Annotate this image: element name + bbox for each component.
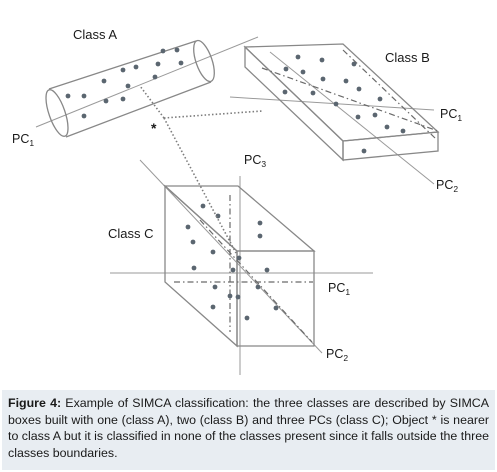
class-b-points xyxy=(282,54,406,154)
class-b-point xyxy=(361,148,367,154)
class-c-pc2-axis xyxy=(139,159,323,354)
class-c-point xyxy=(210,304,216,310)
class-b-pc1-guide xyxy=(261,67,439,132)
class-a-point xyxy=(103,98,109,104)
class-b-front-face xyxy=(342,131,439,161)
class-c-point xyxy=(235,294,241,300)
class-c-point xyxy=(264,267,270,273)
class-c-point xyxy=(257,220,263,226)
class-b-pc2-label: PC2 xyxy=(436,178,458,194)
class-a-point xyxy=(160,48,166,54)
class-b-pc1-axis xyxy=(229,96,435,111)
class-a-point xyxy=(178,60,184,66)
class-c-point xyxy=(230,267,236,273)
class-b-point xyxy=(356,86,362,92)
class-c-point xyxy=(210,249,216,255)
class-c-point xyxy=(273,305,279,311)
class-b-point xyxy=(333,101,339,107)
class-c-point xyxy=(190,239,196,245)
class-c-point xyxy=(212,284,218,290)
class-c-point xyxy=(244,315,250,321)
class-b-label: Class B xyxy=(385,50,430,65)
class-c-point xyxy=(185,224,191,230)
class-c-box: Class C PC3 PC1 PC2 xyxy=(108,153,373,375)
class-b-box: Class B PC1 PC2 xyxy=(229,43,462,194)
class-a-point xyxy=(133,64,139,70)
class-a-point xyxy=(174,47,180,53)
class-c-point xyxy=(255,284,261,290)
class-c-point xyxy=(227,293,233,299)
class-b-side-face xyxy=(244,45,344,162)
class-a-cylinder: Class A PC1 xyxy=(12,27,259,148)
class-a-point xyxy=(120,96,126,102)
class-c-point xyxy=(236,255,242,261)
class-b-pc2-guide xyxy=(342,49,436,139)
class-b-point xyxy=(384,124,390,130)
caption-label: Figure 4: xyxy=(8,396,62,410)
class-a-cylinder-right-end xyxy=(193,39,215,83)
class-c-points xyxy=(185,203,279,321)
class-a-points xyxy=(65,47,184,119)
class-b-point xyxy=(355,114,361,120)
class-c-pc2-guide xyxy=(199,219,313,343)
class-c-pc1-label: PC1 xyxy=(328,281,350,297)
object-star-marker: * xyxy=(151,120,157,136)
class-b-point xyxy=(351,61,357,67)
distance-to-class-a xyxy=(139,85,165,119)
class-c-point xyxy=(200,203,206,209)
class-b-pc2-axis xyxy=(269,51,435,185)
class-b-pc1-label: PC1 xyxy=(440,107,462,123)
class-b-point xyxy=(310,90,316,96)
class-c-side-face xyxy=(164,184,238,348)
class-b-point xyxy=(377,96,383,102)
class-a-point xyxy=(101,78,107,84)
figure-caption: Figure 4: Example of SIMCA classificatio… xyxy=(2,390,495,470)
class-a-cylinder-left-end xyxy=(45,89,69,137)
class-a-point xyxy=(125,83,131,89)
class-a-pc1-label: PC1 xyxy=(12,132,34,148)
distance-to-class-b xyxy=(163,110,263,119)
class-c-pc2-label: PC2 xyxy=(326,347,348,363)
class-a-label: Class A xyxy=(73,27,117,42)
class-b-point xyxy=(300,69,306,75)
class-c-point xyxy=(191,265,197,271)
class-b-point xyxy=(372,112,378,118)
class-b-point xyxy=(400,128,406,134)
class-c-point xyxy=(257,233,263,239)
class-a-cylinder-bottom-edge xyxy=(65,81,212,138)
class-a-point xyxy=(120,67,126,73)
class-a-point xyxy=(81,113,87,119)
class-b-point xyxy=(343,78,349,84)
class-a-pc1-axis xyxy=(35,36,259,128)
class-a-point xyxy=(152,74,158,80)
class-c-pc3-label: PC3 xyxy=(244,153,266,169)
class-a-cylinder-top-edge xyxy=(48,40,197,90)
class-b-point xyxy=(282,89,288,95)
class-a-point xyxy=(81,93,87,99)
class-c-label: Class C xyxy=(108,226,154,241)
class-b-point xyxy=(320,76,326,82)
class-b-point xyxy=(319,57,325,63)
caption-text: Example of SIMCA classification: the thr… xyxy=(8,396,489,460)
class-b-point xyxy=(295,54,301,60)
class-a-point xyxy=(155,61,161,67)
object-distances: * xyxy=(139,85,263,254)
class-a-point xyxy=(65,93,71,99)
class-b-point xyxy=(283,66,289,72)
